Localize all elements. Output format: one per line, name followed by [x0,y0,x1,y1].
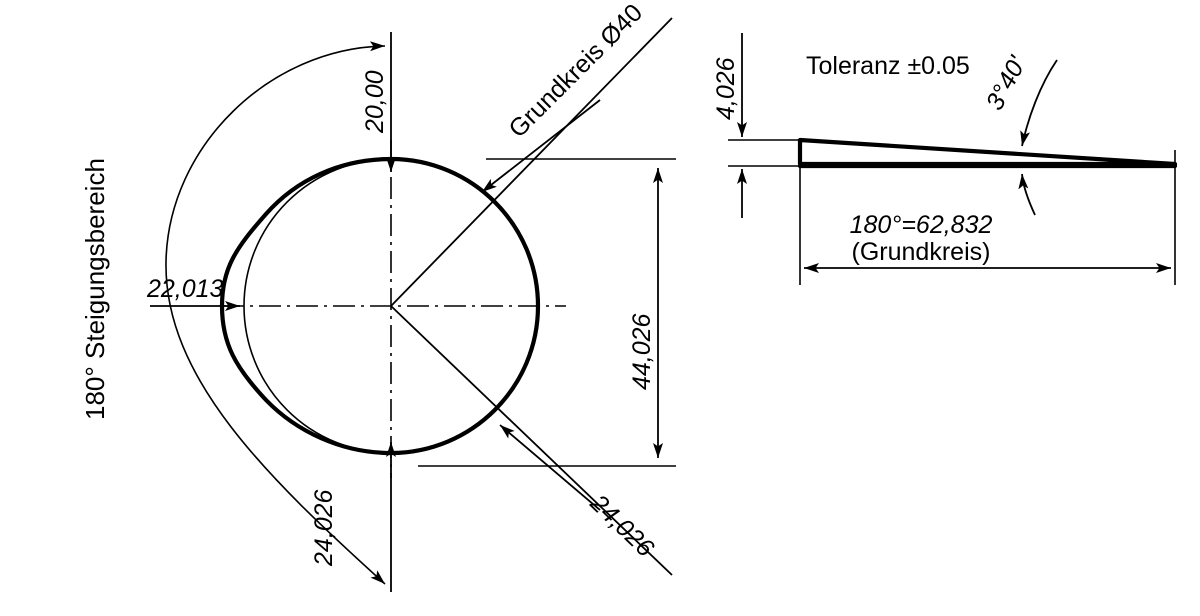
grundkreis-leader-line [390,17,673,307]
dim-24026-bottom-label: 24,026 [310,489,338,567]
grundkreis-leader-arrow [481,99,601,193]
dim-4026-label: 4,026 [712,57,740,120]
steigungsbereich-label: 180° Steigungsbereich [80,158,110,420]
unrolled-cam-wedge [797,137,1178,167]
tolerance-label: Toleranz ±0.05 [806,52,970,80]
dim-62832-sub-label: (Grundkreis) [852,238,991,266]
dim-24026-diagonal-line [390,305,673,576]
left-view-group: 180° Steigungsbereich 22,013 20,00 24,02… [80,0,676,592]
dim-22013-label: 22,013 [146,275,224,303]
angle-3-40-label: 3°40' [981,51,1033,115]
dim-44026-label: 44,026 [628,313,656,390]
dim-24026-diagonal-arrow [499,424,601,511]
grundkreis-d40-label: Grundkreis Ø40 [503,0,648,143]
dim-24026-diagonal-label: 24,026 [584,488,659,562]
angle-leader-upper [1020,59,1058,147]
dim-62832-label: 180°=62,832 [850,211,993,239]
right-view-group: 4,026 Toleranz ±0.05 3°40' 180°=62,832 (… [712,33,1178,285]
angle-leader-lower [1018,173,1036,216]
dim-2000-label: 20,00 [361,70,389,134]
steigungsbereich-arc [165,41,386,585]
cam-profile-curve [219,156,541,456]
